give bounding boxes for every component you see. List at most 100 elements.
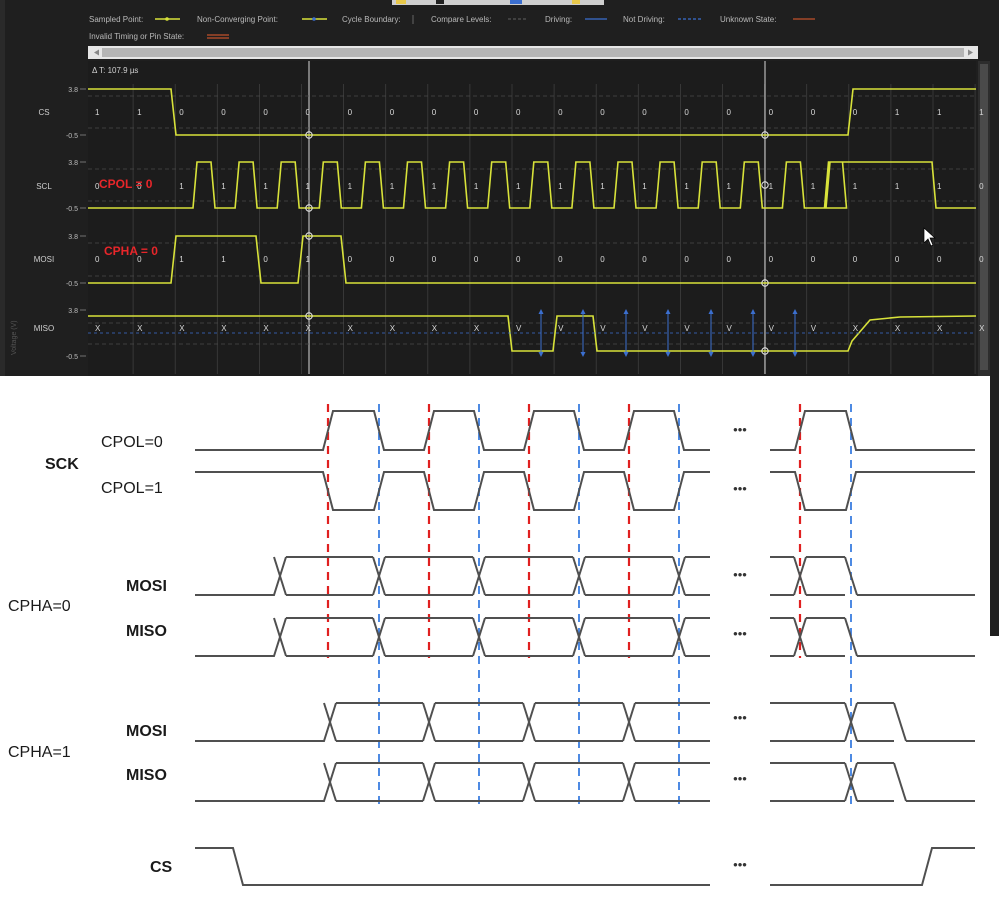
bit-label: 0 xyxy=(769,108,774,117)
bit-label: 1 xyxy=(432,182,437,191)
bit-label: X xyxy=(853,324,859,333)
sck-cpol1-wave xyxy=(195,471,710,511)
sampled-point-marker xyxy=(305,312,313,320)
cs-label: CS xyxy=(150,859,173,876)
nonconverging-point-swatch xyxy=(302,17,327,21)
cpha0-mosi-crossing xyxy=(572,556,586,596)
plot-area[interactable] xyxy=(88,61,976,376)
sampled-point-marker xyxy=(761,131,769,139)
legend-compare: Compare Levels: xyxy=(431,15,491,24)
bit-label: 1 xyxy=(306,182,311,191)
vertical-scrollbar-thumb[interactable] xyxy=(980,64,988,370)
arrow-head-icon xyxy=(623,352,629,357)
bit-label: X xyxy=(221,324,227,333)
bit-label: V xyxy=(558,324,564,333)
miso-trace xyxy=(88,315,977,352)
cpha1-mosi-lead xyxy=(195,702,337,742)
cpha0-mosi-crossing xyxy=(844,556,858,596)
bit-label: 0 xyxy=(727,255,732,264)
analyzer-svg: Sampled Point: Non-Converging Point: Cyc… xyxy=(0,0,990,376)
bit-label: X xyxy=(348,324,354,333)
legend-cycle: Cycle Boundary: xyxy=(342,15,401,24)
ellipsis-glyph: ••• xyxy=(733,857,747,872)
horizontal-scrollbar[interactable] xyxy=(88,46,978,59)
bit-label: 1 xyxy=(179,182,184,191)
bit-label: 1 xyxy=(221,255,226,264)
bit-label: 1 xyxy=(853,182,858,191)
cpha1-mosi-crossing xyxy=(622,702,636,742)
axis-tick-top: 3.8 xyxy=(68,160,78,167)
axis-tick-bottom: -0.5 xyxy=(66,206,78,213)
cpha1-mosi-crossing xyxy=(522,702,536,742)
cs-wave xyxy=(195,847,710,886)
bit-label: 1 xyxy=(179,255,184,264)
spi-timing-diagram: ••••••••••••••••••••• SCK CPOL=0 CPOL=1 … xyxy=(0,376,999,914)
scroll-left-icon[interactable] xyxy=(94,49,99,56)
axis-tick-bottom: -0.5 xyxy=(66,354,78,361)
cpha1-miso-crossing xyxy=(323,762,337,802)
mosi-trace xyxy=(88,235,976,284)
bit-label: 0 xyxy=(558,255,563,264)
cpha-annotation: CPHA = 0 xyxy=(104,244,158,258)
bit-label: 0 xyxy=(516,108,521,117)
toolbar-fragment[interactable] xyxy=(392,0,604,5)
dark-edge-strip xyxy=(990,376,999,636)
cpha1-mosi-crossing xyxy=(844,702,858,742)
ellipsis-glyph: ••• xyxy=(733,626,747,641)
cpha1-miso-crossing xyxy=(844,762,858,802)
bit-label: 1 xyxy=(137,108,142,117)
bit-label: 1 xyxy=(727,182,732,191)
bit-label: 0 xyxy=(221,108,226,117)
legend-unknown: Unknown State: xyxy=(720,15,776,24)
arrow-head-icon xyxy=(708,309,714,314)
cpha0-mosi-crossing xyxy=(672,556,686,596)
scroll-right-icon[interactable] xyxy=(968,49,973,56)
cpha0-miso-crossing xyxy=(844,617,858,657)
scrollbar-thumb[interactable] xyxy=(102,48,964,57)
bit-label: 0 xyxy=(937,255,942,264)
bit-label: 1 xyxy=(642,182,647,191)
cpha1-miso-crossing xyxy=(622,762,636,802)
bit-label: 0 xyxy=(684,255,689,264)
timing-diagram-svg: ••••••••••••••••••••• SCK CPOL=0 CPOL=1 … xyxy=(8,376,999,886)
sck-cpol1-wave-tail xyxy=(770,471,975,511)
sck-cpol0-wave-tail xyxy=(770,410,975,451)
bit-label: 0 xyxy=(769,255,774,264)
cpha1-mosi-crossing xyxy=(893,702,907,742)
legend-nonconv: Non-Converging Point: xyxy=(197,15,278,24)
arrow-head-icon xyxy=(538,309,544,314)
bit-label: 0 xyxy=(853,108,858,117)
ellipsis-glyph: ••• xyxy=(733,422,747,437)
bit-label: 0 xyxy=(137,255,142,264)
sampled-point-marker xyxy=(761,279,769,287)
bit-label: 0 xyxy=(432,255,437,264)
arrow-head-icon xyxy=(792,309,798,314)
bit-label: 0 xyxy=(558,108,563,117)
bit-label: 1 xyxy=(558,182,563,191)
cpha0-miso-crossing xyxy=(273,617,287,657)
bit-label: 0 xyxy=(306,108,311,117)
cpha1-miso-crossing xyxy=(522,762,536,802)
bit-label: 1 xyxy=(474,182,479,191)
bit-label: 0 xyxy=(474,108,479,117)
bit-label: 1 xyxy=(390,182,395,191)
bit-label: 1 xyxy=(895,108,900,117)
ellipsis-glyph: ••• xyxy=(733,567,747,582)
bit-label: 0 xyxy=(432,108,437,117)
bit-label: 0 xyxy=(137,182,142,191)
cpha0-mosi-crossing xyxy=(793,556,807,596)
bit-label: 0 xyxy=(600,255,605,264)
axis-tick-bottom: -0.5 xyxy=(66,281,78,288)
sampled-point-marker xyxy=(761,181,769,189)
analyzer-screenshot: Sampled Point: Non-Converging Point: Cyc… xyxy=(0,0,999,376)
bit-label: 0 xyxy=(516,255,521,264)
axis-tick-top: 3.8 xyxy=(68,234,78,241)
cpha0-mosi-lead xyxy=(195,556,287,596)
ellipsis-glyph: ••• xyxy=(733,710,747,725)
bit-label: 0 xyxy=(853,255,858,264)
cpha1-mosi-label: MOSI xyxy=(126,723,167,740)
bit-label: X xyxy=(937,324,943,333)
cpha0-mosi-crossing xyxy=(273,556,287,596)
arrow-head-icon xyxy=(750,309,756,314)
cpol0-label: CPOL=0 xyxy=(101,434,163,451)
